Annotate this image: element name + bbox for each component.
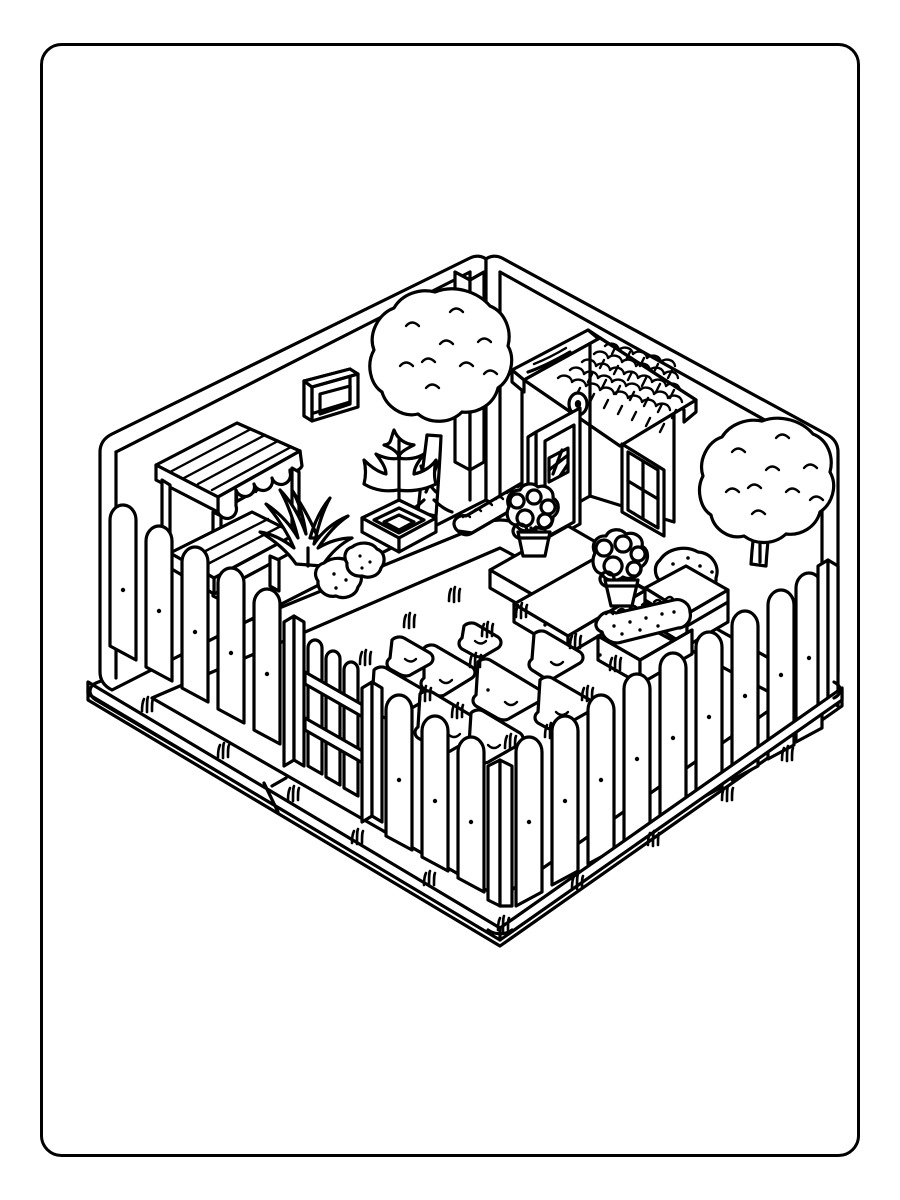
picture-frame	[302, 367, 360, 423]
grass-plant	[258, 488, 354, 568]
base-seams	[262, 776, 502, 942]
picket-fence-right	[514, 558, 840, 908]
picket-fence-left	[108, 503, 514, 908]
shed-house[interactable]	[510, 328, 698, 556]
page-border	[40, 43, 860, 1157]
roof-shingles	[556, 342, 684, 434]
flower-pot-b	[591, 528, 650, 608]
planter-box-b	[594, 595, 694, 686]
right-tree	[697, 416, 836, 568]
garden-gate[interactable]	[282, 614, 384, 824]
shed-window	[620, 442, 666, 538]
flower-pot-a	[505, 482, 560, 558]
round-bush-b	[343, 541, 386, 579]
potted-shrub	[360, 428, 438, 554]
grass-tufts	[358, 585, 623, 751]
